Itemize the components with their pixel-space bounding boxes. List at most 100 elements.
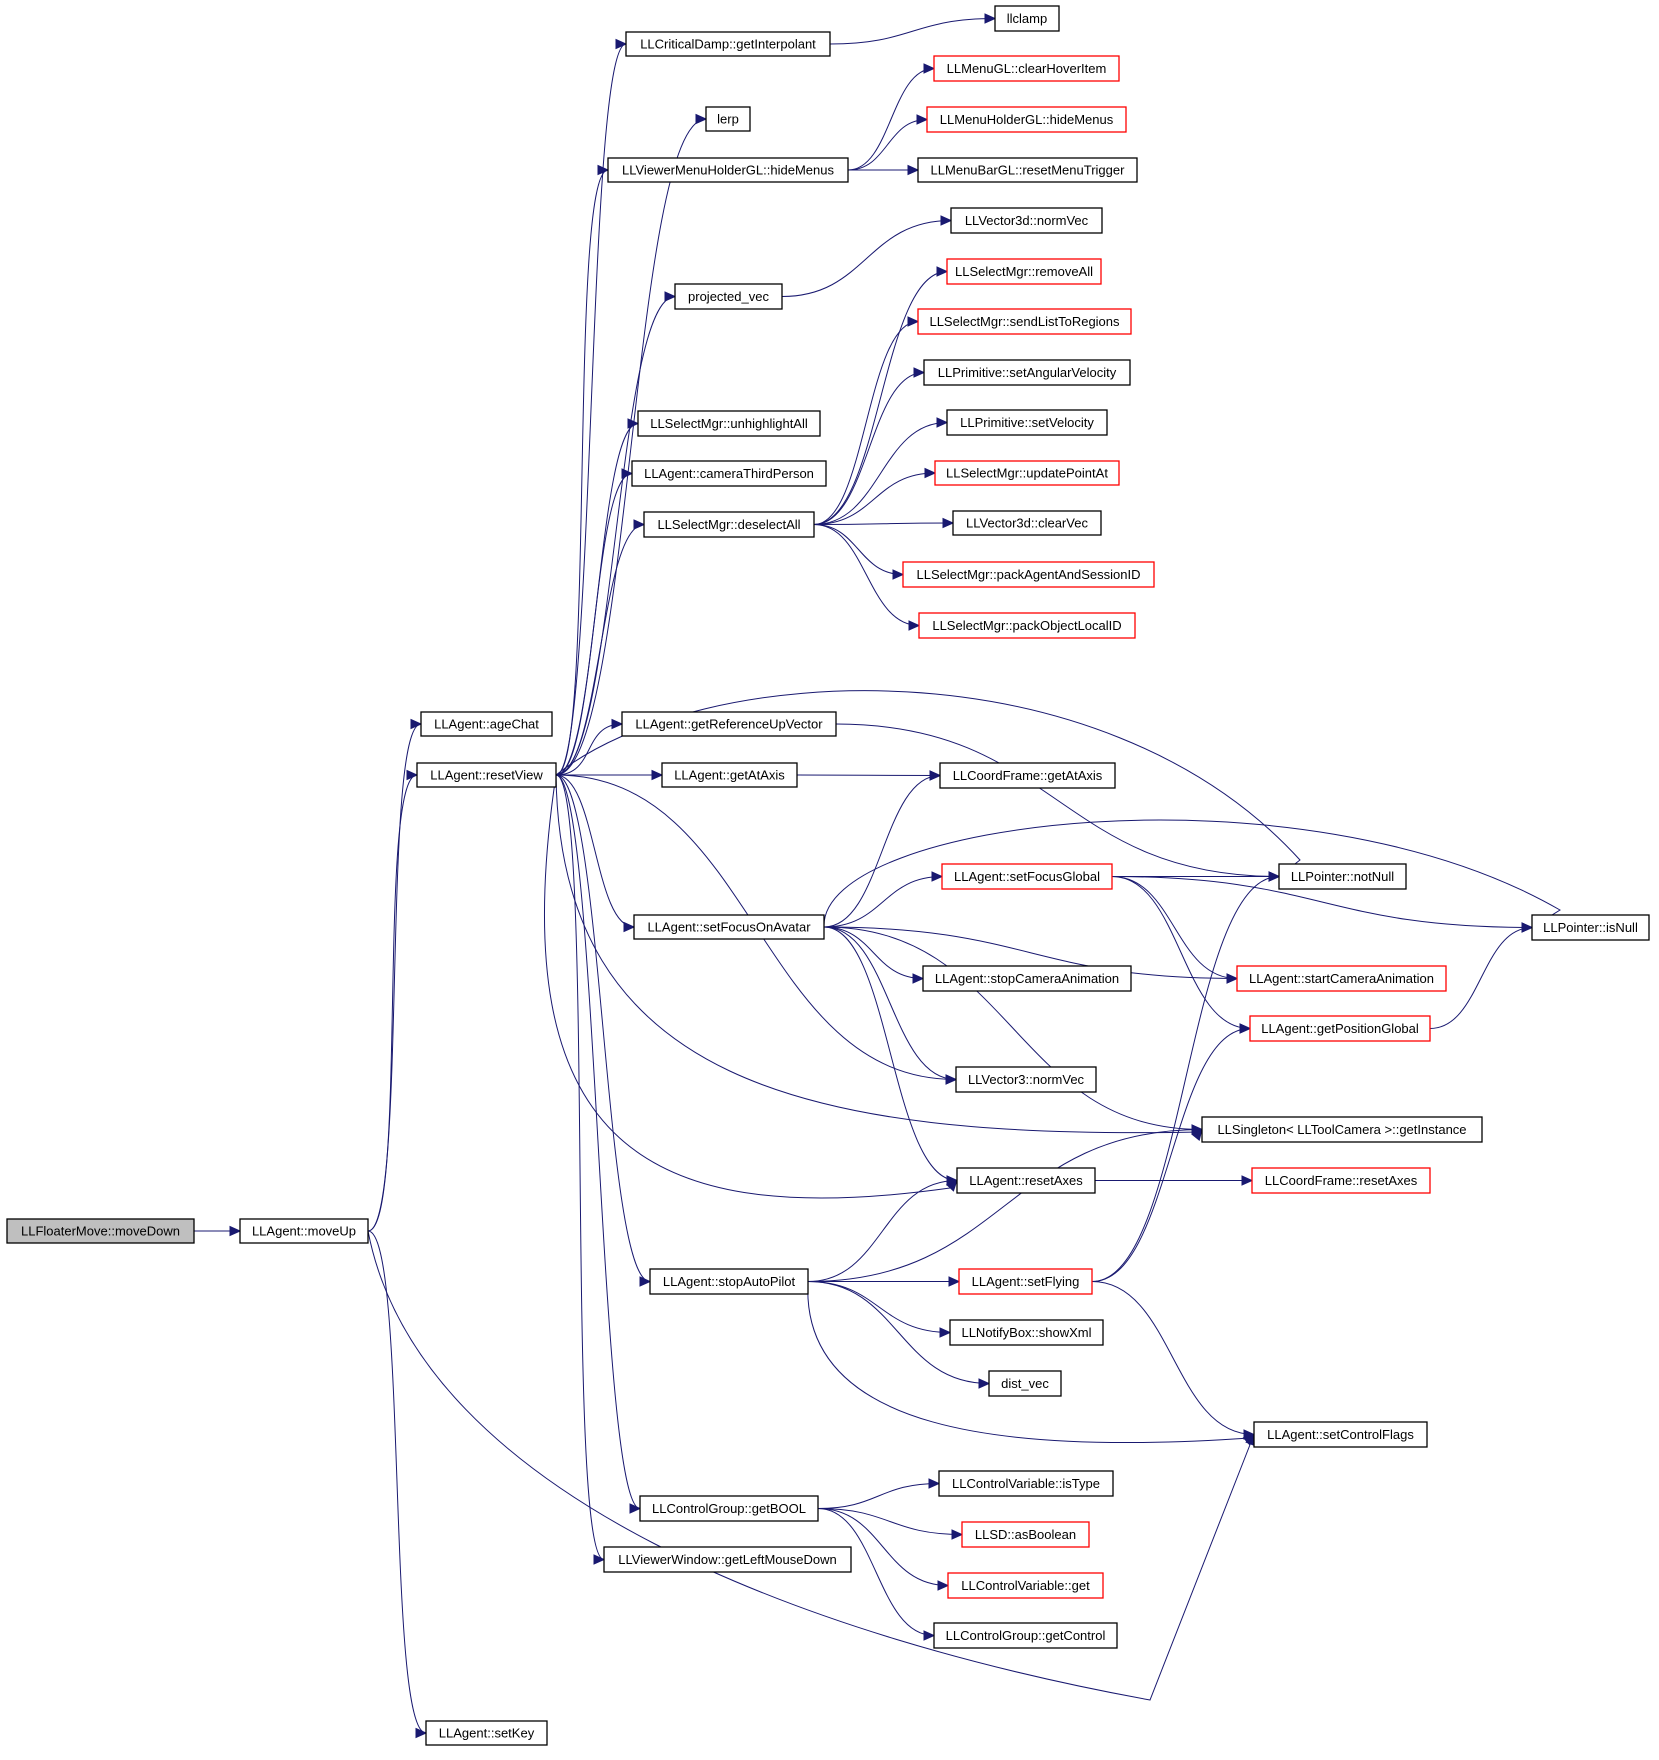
node-box[interactable] — [607, 157, 849, 183]
node-box[interactable] — [949, 1319, 1104, 1346]
node-vector3_normvec[interactable]: LLVector3::normVec — [955, 1066, 1097, 1093]
node-controlgroup_getbool[interactable]: LLControlGroup::getBOOL — [639, 1495, 819, 1522]
node-controlvariable_get[interactable]: LLControlVariable::get — [947, 1572, 1104, 1599]
node-menubargl_resetmenutrigger[interactable]: LLMenuBarGL::resetMenuTrigger — [917, 157, 1138, 183]
node-floatermove_movedown[interactable]: LLFloaterMove::moveDown — [6, 1218, 195, 1244]
node-box[interactable] — [639, 1495, 819, 1522]
node-box[interactable] — [988, 1370, 1062, 1397]
node-agent_setflying[interactable]: LLAgent::setFlying — [958, 1268, 1093, 1295]
node-agent_getreferenceupvector[interactable]: LLAgent::getReferenceUpVector — [621, 711, 837, 737]
node-box[interactable] — [649, 1268, 809, 1295]
node-box[interactable] — [420, 711, 553, 737]
node-menuholdergl_hidemenus[interactable]: LLMenuHolderGL::hideMenus — [926, 106, 1127, 133]
node-dist_vec[interactable]: dist_vec — [988, 1370, 1062, 1397]
node-box[interactable] — [934, 460, 1120, 486]
node-box[interactable] — [950, 207, 1103, 234]
node-menugl_clearhoveritem[interactable]: LLMenuGL::clearHoverItem — [933, 55, 1120, 82]
node-box[interactable] — [946, 409, 1108, 436]
node-box[interactable] — [917, 157, 1138, 183]
node-projected_vec[interactable]: projected_vec — [674, 283, 783, 310]
node-selectmgr_updatepointat[interactable]: LLSelectMgr::updatePointAt — [934, 460, 1120, 486]
node-box[interactable] — [917, 308, 1132, 335]
node-selectmgr_sendlisttoregions[interactable]: LLSelectMgr::sendListToRegions — [917, 308, 1132, 335]
node-singleton_toolcamera_getinstance[interactable]: LLSingleton< LLToolCamera >::getInstance — [1201, 1116, 1483, 1143]
node-box[interactable] — [1249, 1015, 1431, 1042]
node-box[interactable] — [637, 410, 821, 437]
node-agent_getataxis[interactable]: LLAgent::getAtAxis — [661, 762, 798, 788]
node-box[interactable] — [603, 1546, 852, 1573]
node-box[interactable] — [425, 1720, 548, 1746]
node-box[interactable] — [952, 510, 1102, 536]
node-selectmgr_unhighlightall[interactable]: LLSelectMgr::unhighlightAll — [637, 410, 821, 437]
node-llsd_asboolean[interactable]: LLSD::asBoolean — [961, 1521, 1090, 1548]
node-agent_moveup[interactable]: LLAgent::moveUp — [239, 1218, 369, 1244]
node-primitive_setangularvelocity[interactable]: LLPrimitive::setAngularVelocity — [923, 359, 1131, 386]
node-box[interactable] — [956, 1167, 1096, 1194]
node-box[interactable] — [955, 1066, 1097, 1093]
node-pointer_notnull[interactable]: LLPointer::notNull — [1278, 863, 1407, 890]
node-agent_startcameraanimation[interactable]: LLAgent::startCameraAnimation — [1236, 965, 1447, 992]
node-box[interactable] — [994, 5, 1060, 32]
node-coordframe_resetaxes[interactable]: LLCoordFrame::resetAxes — [1251, 1167, 1431, 1194]
node-box[interactable] — [674, 283, 783, 310]
node-box[interactable] — [922, 965, 1132, 992]
node-box[interactable] — [933, 55, 1120, 82]
node-box[interactable] — [1253, 1421, 1428, 1448]
node-box[interactable] — [926, 106, 1127, 133]
node-box[interactable] — [923, 359, 1131, 386]
node-notifybox_showxml[interactable]: LLNotifyBox::showXml — [949, 1319, 1104, 1346]
node-box[interactable] — [918, 612, 1136, 639]
node-box[interactable] — [941, 863, 1113, 890]
node-box[interactable] — [631, 460, 827, 487]
node-box[interactable] — [1251, 1167, 1431, 1194]
node-selectmgr_deselectall[interactable]: LLSelectMgr::deselectAll — [643, 511, 815, 538]
node-box[interactable] — [946, 258, 1102, 285]
node-box[interactable] — [1531, 914, 1650, 941]
node-selectmgr_packagentandsessionid[interactable]: LLSelectMgr::packAgentAndSessionID — [902, 561, 1155, 588]
node-box[interactable] — [1236, 965, 1447, 992]
node-box[interactable] — [625, 31, 831, 57]
node-agent_setfocusonavatar[interactable]: LLAgent::setFocusOnAvatar — [633, 914, 825, 940]
node-agent_camerathirdperson[interactable]: LLAgent::cameraThirdPerson — [631, 460, 827, 487]
node-selectmgr_packobjectlocalid[interactable]: LLSelectMgr::packObjectLocalID — [918, 612, 1136, 639]
node-agent_setcontrolflags[interactable]: LLAgent::setControlFlags — [1253, 1421, 1428, 1448]
node-box[interactable] — [633, 914, 825, 940]
node-box[interactable] — [938, 1470, 1114, 1497]
node-box[interactable] — [643, 511, 815, 538]
node-agent_setfocusglobal[interactable]: LLAgent::setFocusGlobal — [941, 863, 1113, 890]
node-agent_agechat[interactable]: LLAgent::ageChat — [420, 711, 553, 737]
node-box[interactable] — [705, 106, 751, 132]
node-box[interactable] — [239, 1218, 369, 1244]
node-box[interactable] — [621, 711, 837, 737]
node-controlvariable_istype[interactable]: LLControlVariable::isType — [938, 1470, 1114, 1497]
node-agent_setkey[interactable]: LLAgent::setKey — [425, 1720, 548, 1746]
node-primitive_setvelocity[interactable]: LLPrimitive::setVelocity — [946, 409, 1108, 436]
node-box[interactable] — [958, 1268, 1093, 1295]
node-llclamp[interactable]: llclamp — [994, 5, 1060, 32]
node-coordframe_getataxis[interactable]: LLCoordFrame::getAtAxis — [939, 762, 1116, 789]
node-vector3d_normvec[interactable]: LLVector3d::normVec — [950, 207, 1103, 234]
node-viewermenuholder_hidemenus[interactable]: LLViewerMenuHolderGL::hideMenus — [607, 157, 849, 183]
node-box[interactable] — [6, 1218, 195, 1244]
node-box[interactable] — [939, 762, 1116, 789]
node-box[interactable] — [416, 762, 557, 788]
node-selectmgr_removeall[interactable]: LLSelectMgr::removeAll — [946, 258, 1102, 285]
node-agent_resetaxes[interactable]: LLAgent::resetAxes — [956, 1167, 1096, 1194]
node-box[interactable] — [1201, 1116, 1483, 1143]
node-agent_stopautopilot[interactable]: LLAgent::stopAutoPilot — [649, 1268, 809, 1295]
node-vector3d_clearvec[interactable]: LLVector3d::clearVec — [952, 510, 1102, 536]
node-box[interactable] — [1278, 863, 1407, 890]
node-viewerwindow_getleftmousedown[interactable]: LLViewerWindow::getLeftMouseDown — [603, 1546, 852, 1573]
node-pointer_isnull[interactable]: LLPointer::isNull — [1531, 914, 1650, 941]
node-criticaldamp_getinterpolant[interactable]: LLCriticalDamp::getInterpolant — [625, 31, 831, 57]
node-box[interactable] — [961, 1521, 1090, 1548]
node-agent_resetview[interactable]: LLAgent::resetView — [416, 762, 557, 788]
node-box[interactable] — [661, 762, 798, 788]
node-controlgroup_getcontrol[interactable]: LLControlGroup::getControl — [933, 1622, 1118, 1649]
node-box[interactable] — [902, 561, 1155, 588]
node-box[interactable] — [933, 1622, 1118, 1649]
node-agent_stopcameraanimation[interactable]: LLAgent::stopCameraAnimation — [922, 965, 1132, 992]
node-lerp[interactable]: lerp — [705, 106, 751, 132]
node-box[interactable] — [947, 1572, 1104, 1599]
node-agent_getpositionglobal[interactable]: LLAgent::getPositionGlobal — [1249, 1015, 1431, 1042]
